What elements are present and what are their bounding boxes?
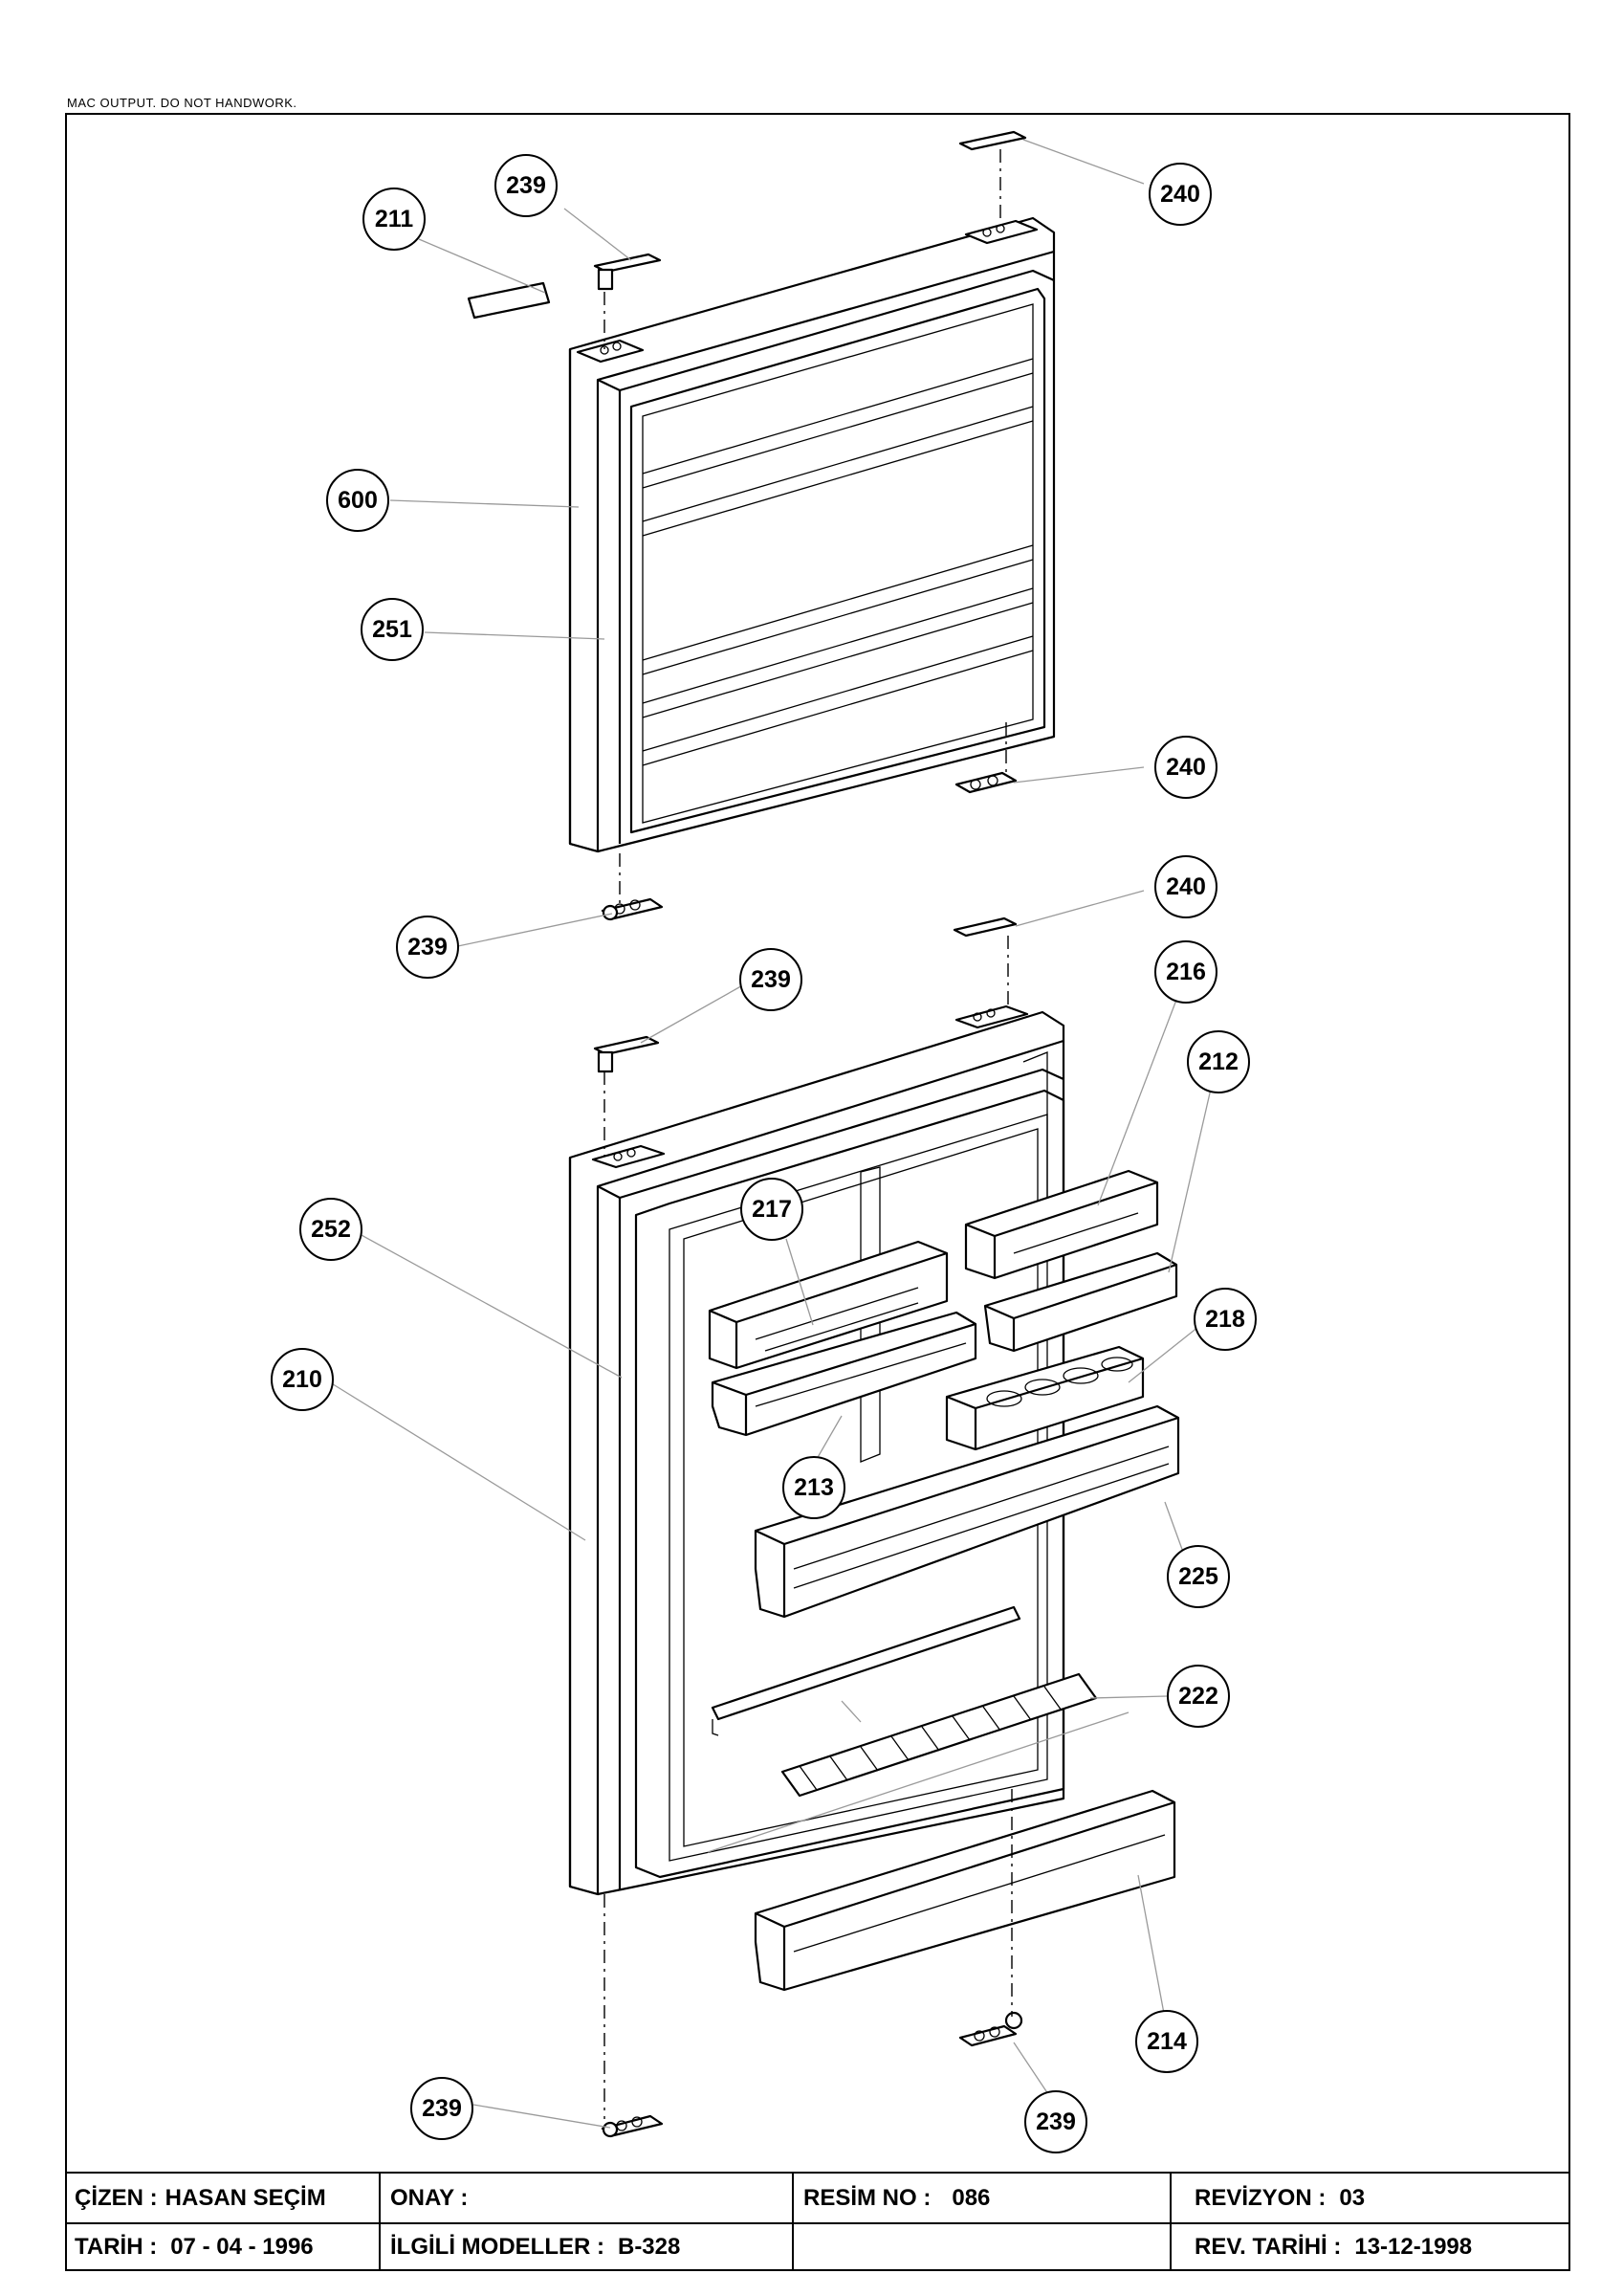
callout-218: 218 [1194, 1288, 1257, 1351]
svg-text:222: 222 [1178, 1683, 1218, 1710]
callout-225: 225 [1167, 1545, 1230, 1608]
svg-text:211: 211 [375, 206, 413, 232]
svg-text:218: 218 [1205, 1306, 1245, 1333]
fridge-door [568, 1004, 1065, 1896]
svg-text:240: 240 [1166, 873, 1206, 900]
drawing-no-cell: RESİM NO : 086 [794, 2174, 1172, 2222]
callout-222: 222 [1167, 1665, 1230, 1728]
shelf-rail-213 [711, 1311, 977, 1437]
callout-214: 214 [1135, 2010, 1198, 2073]
callout-239-bottom-left: 239 [410, 2077, 473, 2140]
svg-text:213: 213 [794, 1474, 834, 1501]
hinge-pin-239-top [593, 253, 662, 291]
leader-lines [329, 139, 1217, 2129]
hinge-pin-239-bottom-left [601, 2114, 664, 2138]
callout-239-upper: 239 [739, 948, 802, 1011]
callout-210: 210 [271, 1348, 334, 1411]
drawing-no-value: 086 [952, 2184, 991, 2211]
callout-240-top: 240 [1149, 163, 1212, 226]
drawing-frame [65, 113, 1570, 2271]
date-label: TARİH : [75, 2233, 158, 2260]
bottle-shelf-225 [754, 1404, 1180, 1619]
approval-cell: ONAY : [381, 2174, 794, 2222]
callout-240-lower: 240 [1154, 855, 1217, 918]
svg-text:239: 239 [407, 934, 448, 960]
callout-239-bottom-right: 239 [1024, 2090, 1087, 2153]
drawn-by-label: ÇİZEN : [75, 2184, 158, 2211]
callout-239-top: 239 [494, 154, 558, 217]
rev-date-label: REV. TARİHİ : [1195, 2233, 1342, 2260]
rev-date-value: 13-12-1998 [1354, 2233, 1473, 2260]
title-block: ÇİZEN : HASAN SEÇİM ONAY : RESİM NO : 08… [65, 2172, 1570, 2271]
revision-label: REVİZYON : [1195, 2184, 1327, 2211]
svg-text:210: 210 [282, 1366, 322, 1393]
shelf-box-216 [964, 1169, 1159, 1280]
svg-text:212: 212 [1198, 1049, 1239, 1075]
title-block-row-1: ÇİZEN : HASAN SEÇİM ONAY : RESİM NO : 08… [65, 2174, 1570, 2224]
date-cell: TARİH : 07 - 04 - 1996 [65, 2222, 381, 2271]
callout-213: 213 [782, 1456, 845, 1519]
hinge-cover-211 [467, 281, 551, 320]
bottom-shelf-214 [754, 1789, 1176, 1992]
svg-text:214: 214 [1147, 2028, 1187, 2055]
callout-212: 212 [1187, 1030, 1250, 1093]
models-cell: İLGİLİ MODELLER : B-328 [381, 2222, 794, 2271]
callout-211: 211 [362, 188, 426, 251]
svg-text:252: 252 [311, 1216, 351, 1243]
svg-text:251: 251 [372, 616, 412, 643]
callout-216: 216 [1154, 940, 1217, 1004]
models-value: B-328 [617, 2233, 681, 2260]
svg-text:217: 217 [752, 1196, 792, 1223]
title-block-row-2: TARİH : 07 - 04 - 1996 İLGİLİ MODELLER :… [65, 2222, 1570, 2271]
approval-label: ONAY : [390, 2184, 469, 2211]
drawn-by-value: HASAN SEÇİM [164, 2184, 326, 2211]
svg-text:600: 600 [338, 487, 378, 514]
svg-text:239: 239 [422, 2095, 462, 2122]
drawing-header-note: MAC OUTPUT. DO NOT HANDWORK. [67, 96, 297, 110]
callout-240-mid: 240 [1154, 736, 1217, 799]
callout-251: 251 [361, 598, 424, 661]
shelf-rail-212 [983, 1251, 1178, 1353]
svg-text:240: 240 [1166, 754, 1206, 781]
date-value: 07 - 04 - 1996 [170, 2233, 314, 2260]
rev-date-cell: REV. TARİHİ : 13-12-1998 [1172, 2222, 1570, 2271]
hinge-plate-240-lower [953, 916, 1018, 938]
svg-text:240: 240 [1160, 181, 1200, 208]
freezer-door [568, 216, 1056, 853]
callout-217: 217 [740, 1178, 803, 1241]
retainer-bar-222 [711, 1605, 1021, 1736]
svg-text:225: 225 [1178, 1563, 1218, 1590]
hinge-pin-239-upper [593, 1035, 660, 1073]
shelf-box-217 [708, 1240, 949, 1370]
svg-text:239: 239 [1036, 2108, 1076, 2135]
hinge-pin-239-bottom-right [958, 2011, 1023, 2047]
svg-text:239: 239 [751, 966, 791, 993]
hinge-pin-239-mid [601, 897, 664, 921]
revision-value: 03 [1339, 2184, 1366, 2211]
drawing-no-label: RESİM NO : [803, 2184, 932, 2211]
models-label: İLGİLİ MODELLER : [390, 2233, 604, 2260]
callout-600: 600 [326, 469, 389, 532]
egg-tray-218 [945, 1345, 1145, 1451]
svg-text:216: 216 [1166, 959, 1206, 985]
svg-text:239: 239 [506, 172, 546, 199]
drawn-by-cell: ÇİZEN : HASAN SEÇİM [65, 2174, 381, 2222]
empty-cell [794, 2222, 1172, 2271]
revision-cell: REVİZYON : 03 [1172, 2174, 1570, 2222]
hinge-plate-240-top [958, 130, 1027, 151]
callout-239-mid: 239 [396, 916, 459, 979]
hinge-plate-240-mid [954, 771, 1018, 794]
callout-252: 252 [299, 1198, 362, 1261]
